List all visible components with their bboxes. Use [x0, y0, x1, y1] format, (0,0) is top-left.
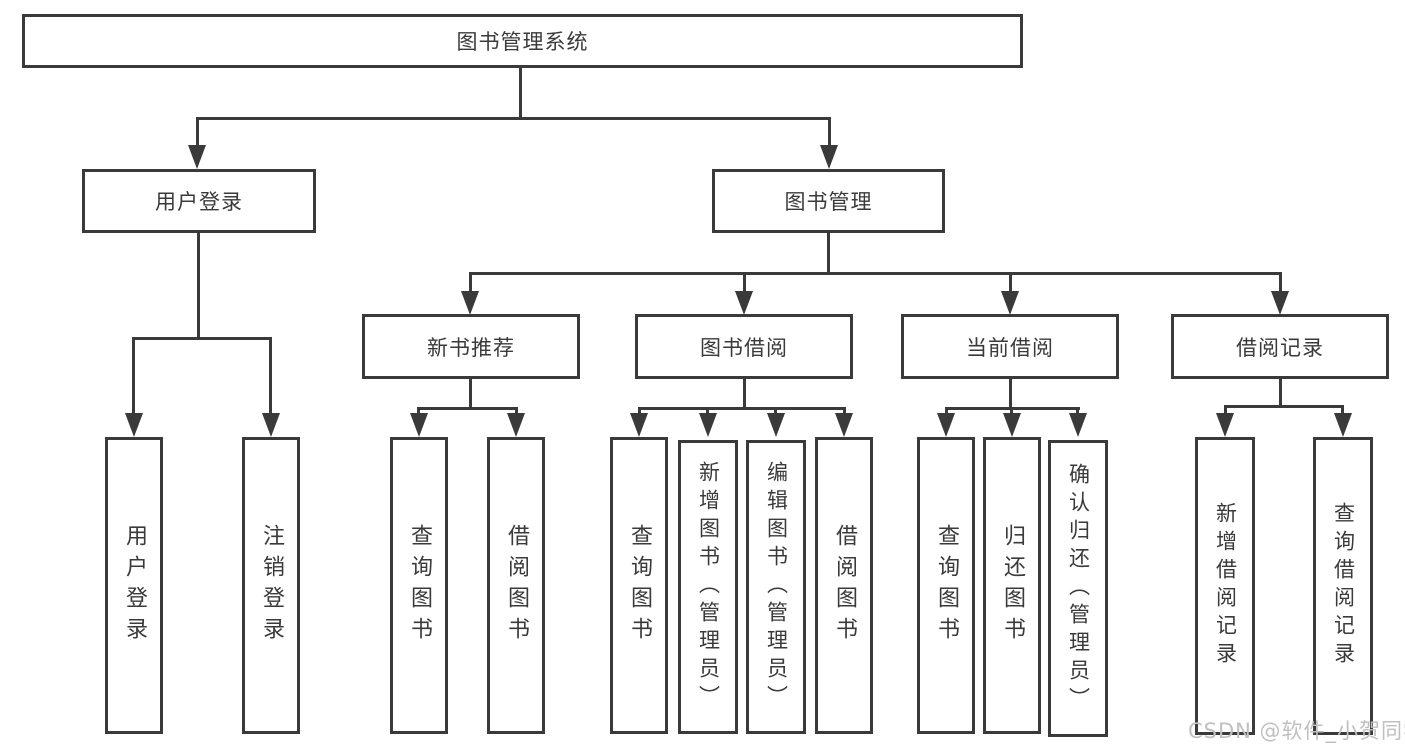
- connector-line: [1341, 405, 1344, 417]
- node-book-borrowing: 图书借阅: [635, 314, 853, 379]
- connector-line: [269, 337, 272, 417]
- leaf-logout: 注销登录: [242, 437, 300, 734]
- leaf-label: 借阅图书: [504, 523, 529, 648]
- leaf-label: 借阅图书: [832, 523, 857, 648]
- arrow-down-icon: [1069, 413, 1087, 437]
- connector-line: [1279, 272, 1282, 296]
- leaf-label: 编辑图书（管理员）: [764, 461, 789, 713]
- arrow-down-icon: [630, 413, 648, 437]
- connector-line: [519, 68, 522, 119]
- leaf-label: 确认归还（管理员）: [1066, 462, 1091, 715]
- connector-line: [638, 407, 641, 417]
- node-current-borrowing: 当前借阅: [901, 314, 1119, 379]
- leaf-label: 查询图书: [934, 523, 959, 648]
- leaf-user-login: 用户登录: [105, 437, 163, 734]
- arrow-down-icon: [410, 413, 428, 437]
- arrow-down-icon: [835, 413, 853, 437]
- connector-line: [417, 407, 420, 417]
- leaf-borrow-books-recommend: 借阅图书: [487, 437, 545, 734]
- connector-line: [196, 117, 199, 148]
- watermark: CSDN @软件_小贺同学: [1188, 719, 1405, 743]
- connector-line: [469, 272, 1282, 275]
- leaf-label: 用户登录: [122, 523, 147, 648]
- connector-line: [1009, 379, 1012, 410]
- leaf-query-books-recommend: 查询图书: [390, 437, 448, 734]
- arrow-down-icon: [1271, 291, 1289, 315]
- leaf-label: 新增借阅记录: [1213, 502, 1238, 670]
- arrow-down-icon: [262, 413, 280, 437]
- connector-line: [1224, 405, 1227, 417]
- leaf-label: 注销登录: [259, 523, 284, 648]
- arrow-down-icon: [699, 413, 717, 437]
- node-book-management: 图书管理: [712, 169, 945, 233]
- connector-line: [417, 407, 518, 410]
- leaf-label: 查询借阅记录: [1331, 502, 1356, 670]
- leaf-query-books-current: 查询图书: [917, 437, 975, 734]
- leaf-borrow-books: 借阅图书: [815, 437, 873, 734]
- connector-line: [132, 337, 272, 340]
- connector-line: [197, 117, 831, 120]
- arrow-down-icon: [1216, 413, 1234, 437]
- connector-line: [945, 407, 948, 417]
- node-label: 新书推荐: [427, 335, 515, 360]
- node-label: 当前借阅: [966, 335, 1054, 360]
- node-label: 图书借阅: [700, 335, 788, 360]
- leaf-query-borrow-record: 查询借阅记录: [1313, 437, 1373, 735]
- connector-line: [743, 379, 746, 410]
- leaf-return-books: 归还图书: [983, 437, 1041, 734]
- arrow-down-icon: [767, 413, 785, 437]
- connector-line: [743, 272, 746, 296]
- connector-line: [828, 117, 831, 148]
- leaf-label: 查询图书: [627, 523, 652, 648]
- node-borrowing-records: 借阅记录: [1171, 314, 1389, 379]
- leaf-label: 新增图书（管理员）: [696, 461, 721, 713]
- connector-line: [1009, 272, 1012, 296]
- arrow-down-icon: [461, 291, 479, 315]
- leaf-add-books-admin: 新增图书（管理员）: [678, 440, 738, 734]
- arrow-down-icon: [937, 413, 955, 437]
- leaf-confirm-return-admin: 确认归还（管理员）: [1048, 440, 1108, 737]
- leaf-edit-books-admin: 编辑图书（管理员）: [746, 440, 806, 734]
- arrow-down-icon: [735, 291, 753, 315]
- connector-line: [197, 233, 200, 339]
- connector-line: [132, 337, 135, 417]
- node-label: 借阅记录: [1236, 335, 1324, 360]
- arrow-down-icon: [507, 413, 525, 437]
- connector-line: [827, 233, 830, 275]
- connector-line: [1010, 407, 1013, 417]
- connector-line: [1224, 405, 1344, 408]
- arrow-down-icon: [820, 145, 838, 169]
- arrow-down-icon: [1334, 413, 1352, 437]
- connector-line: [469, 379, 472, 410]
- connector-line: [774, 407, 777, 417]
- leaf-label: 归还图书: [1000, 523, 1025, 648]
- connector-line: [843, 407, 846, 417]
- node-library-management-system: 图书管理系统: [22, 14, 1023, 68]
- arrow-down-icon: [1001, 291, 1019, 315]
- connector-line: [706, 407, 709, 417]
- arrow-down-icon: [188, 145, 206, 169]
- node-label: 用户登录: [155, 190, 243, 214]
- node-new-book-recommendation: 新书推荐: [362, 314, 580, 379]
- node-user-login: 用户登录: [82, 169, 316, 233]
- arrow-down-icon: [125, 413, 143, 437]
- connector-line: [1076, 407, 1079, 417]
- connector-line: [1279, 379, 1282, 408]
- leaf-add-borrow-record: 新增借阅记录: [1195, 437, 1255, 735]
- leaf-query-books-borrowing: 查询图书: [610, 437, 668, 734]
- connector-line: [469, 272, 472, 296]
- arrow-down-icon: [1003, 413, 1021, 437]
- connector-line: [638, 407, 846, 410]
- node-label: 图书管理系统: [456, 30, 589, 54]
- leaf-label: 查询图书: [407, 523, 432, 648]
- node-label: 图书管理: [784, 190, 873, 214]
- connector-line: [515, 407, 518, 417]
